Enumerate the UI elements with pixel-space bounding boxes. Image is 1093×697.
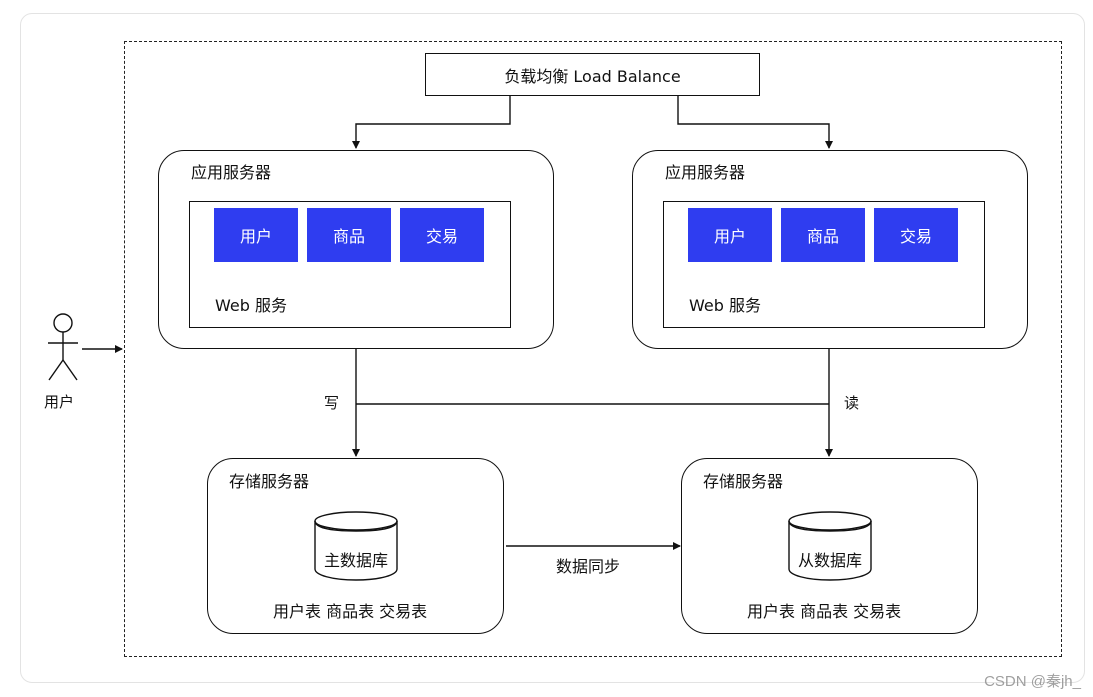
user-module-left-label: 用户 (239, 227, 272, 246)
storage-server-right: 存储服务器 从数据库 用户表 商品表 交易表 (681, 458, 978, 634)
load-balancer-label: 负载均衡 Load Balance (504, 66, 681, 86)
master-database: 主数据库 (314, 511, 398, 581)
stick-figure-icon (48, 313, 78, 381)
trade-module-left: 交易 (400, 208, 484, 262)
storage-server-left: 存储服务器 主数据库 用户表 商品表 交易表 (207, 458, 504, 634)
watermark: CSDN @秦jh_ (984, 673, 1081, 690)
trade-module-left-label: 交易 (425, 227, 458, 246)
system-boundary (124, 41, 1062, 657)
trade-module-right: 交易 (874, 208, 958, 262)
storage-server-left-title: 存储服务器 (229, 472, 310, 491)
user-module-right: 用户 (688, 208, 772, 262)
user-module-right-label: 用户 (713, 227, 746, 246)
database-icon (314, 511, 398, 581)
app-server-right-title: 应用服务器 (665, 163, 746, 182)
database-icon (788, 511, 872, 581)
master-tables-label: 用户表 商品表 交易表 (273, 602, 428, 621)
slave-database-label: 从数据库 (797, 551, 862, 570)
product-module-left-label: 商品 (332, 227, 365, 246)
read-label: 读 (844, 394, 860, 412)
user-actor-label: 用户 (44, 393, 75, 411)
master-database-label: 主数据库 (323, 551, 388, 570)
data-sync-label: 数据同步 (556, 557, 621, 576)
storage-server-right-title: 存储服务器 (703, 472, 784, 491)
slave-tables-label: 用户表 商品表 交易表 (747, 602, 902, 621)
web-service-left-label: Web 服务 (215, 296, 287, 315)
product-module-right-label: 商品 (806, 227, 839, 246)
product-module-left: 商品 (307, 208, 391, 262)
product-module-right: 商品 (781, 208, 865, 262)
slave-database: 从数据库 (788, 511, 872, 581)
user-actor (42, 312, 84, 384)
trade-module-right-label: 交易 (899, 227, 932, 246)
load-balancer-box: 负载均衡 Load Balance (425, 53, 760, 96)
web-service-left: 用户 商品 交易 Web 服务 (189, 201, 511, 328)
app-server-right: 应用服务器 用户 商品 交易 Web 服务 (632, 150, 1028, 349)
web-service-right-label: Web 服务 (689, 296, 761, 315)
web-service-right: 用户 商品 交易 Web 服务 (663, 201, 985, 328)
app-server-left: 应用服务器 用户 商品 交易 Web 服务 (158, 150, 554, 349)
app-server-left-title: 应用服务器 (191, 163, 272, 182)
write-label: 写 (324, 394, 340, 412)
user-module-left: 用户 (214, 208, 298, 262)
